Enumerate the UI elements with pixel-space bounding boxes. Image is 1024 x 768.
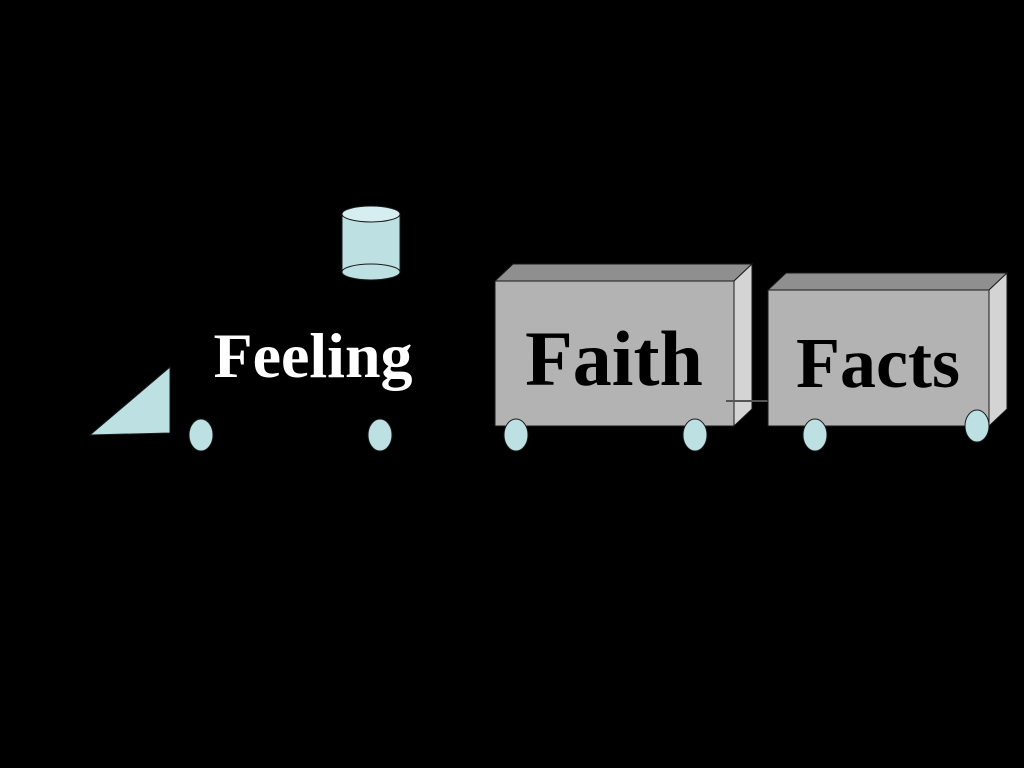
engine-label: Feeling <box>213 320 412 391</box>
car-facts-label: Facts <box>796 323 960 403</box>
engine-cowcatcher <box>88 365 171 436</box>
car-facts-top <box>766 272 1009 291</box>
car-facts-wheel-rear <box>964 409 990 443</box>
car-faith-label: Faith <box>525 315 703 402</box>
engine-smokestack <box>341 205 401 281</box>
car-faith: Faith <box>493 262 754 428</box>
car-facts-front <box>767 289 990 427</box>
car-faith-wheel-front <box>503 418 529 452</box>
car-faith-front <box>494 280 735 427</box>
car-faith-wheel-rear <box>682 418 708 452</box>
car-facts-side <box>988 271 1008 428</box>
car-faith-top <box>493 263 754 282</box>
engine-wheel-rear <box>367 418 393 452</box>
car-facts-wheel-front <box>802 418 828 452</box>
car-facts: Facts <box>766 271 1009 428</box>
engine-wheel-front <box>188 418 214 452</box>
